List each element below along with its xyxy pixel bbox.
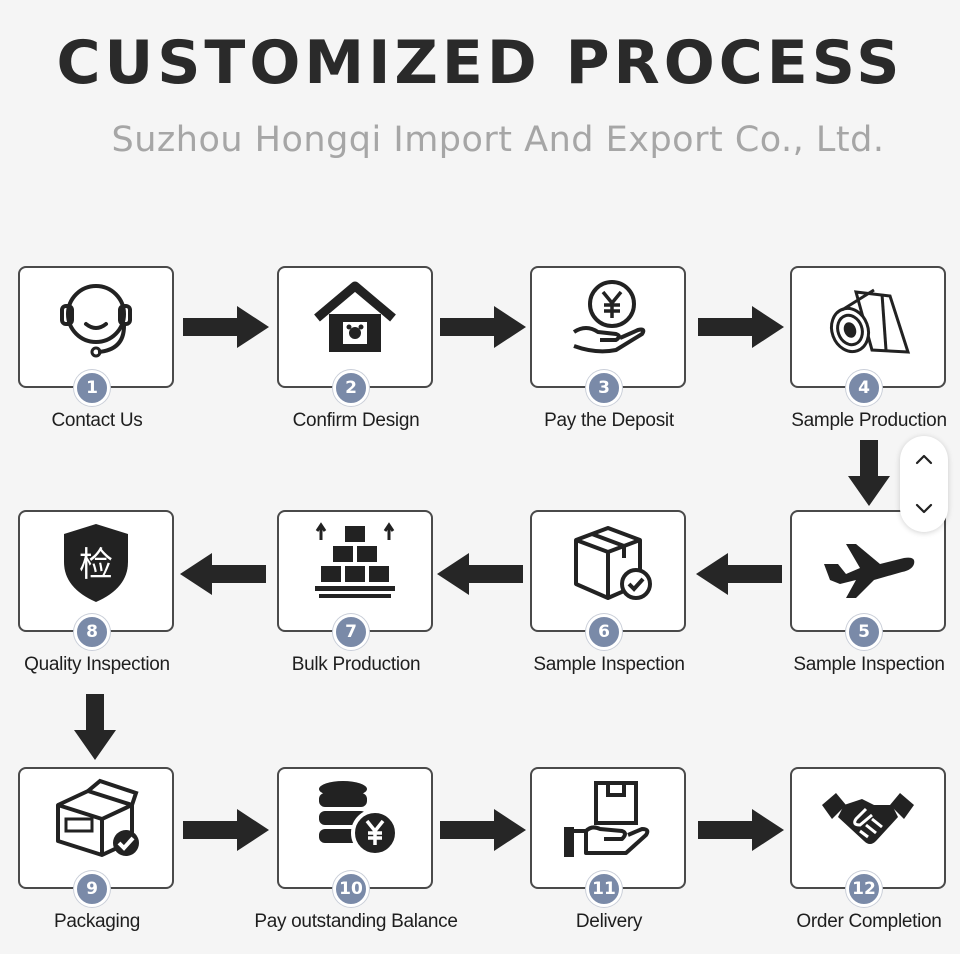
handshake-icon bbox=[822, 793, 914, 844]
hand-box-icon bbox=[564, 781, 650, 857]
step-label: Pay outstanding Balance bbox=[254, 911, 458, 932]
step-number-badge: 9 bbox=[74, 871, 110, 907]
box-check-icon bbox=[574, 526, 652, 600]
step-box bbox=[277, 767, 433, 889]
scroll-down-button[interactable] bbox=[900, 484, 948, 532]
inspection-glyph: 检 bbox=[79, 545, 113, 585]
chevron-up-icon bbox=[915, 454, 933, 465]
airplane-icon bbox=[824, 544, 915, 598]
step-box bbox=[790, 767, 946, 889]
arrow-right-icon bbox=[440, 306, 526, 348]
chevron-down-icon bbox=[915, 503, 933, 514]
arrow-left-icon bbox=[437, 553, 523, 595]
yen-coin-hand-icon bbox=[572, 280, 646, 354]
scroll-control bbox=[900, 436, 948, 532]
step-number-badge: 12 bbox=[846, 871, 882, 907]
step-box: 检 bbox=[18, 510, 174, 632]
step-label: Contact Us bbox=[51, 410, 143, 431]
step-label: Order Completion bbox=[796, 911, 942, 932]
design-house-icon bbox=[314, 281, 396, 352]
step-number-badge: 1 bbox=[74, 370, 110, 406]
step-box bbox=[530, 767, 686, 889]
scroll-up-button[interactable] bbox=[900, 436, 948, 484]
step-box bbox=[277, 510, 433, 632]
arrow-left-icon bbox=[180, 553, 266, 595]
step-label: Sample Inspection bbox=[533, 654, 685, 675]
step-label: Quality Inspection bbox=[24, 654, 170, 675]
step-box bbox=[530, 266, 686, 388]
step-box bbox=[790, 266, 946, 388]
headset-icon bbox=[60, 284, 132, 358]
arrow-right-icon bbox=[183, 306, 269, 348]
fabric-roll-icon bbox=[829, 288, 911, 354]
arrow-right-icon bbox=[698, 306, 784, 348]
step-number-badge: 8 bbox=[74, 614, 110, 650]
step-number-badge: 10 bbox=[333, 871, 369, 907]
step-label: Delivery bbox=[575, 911, 643, 932]
step-label: Pay the Deposit bbox=[544, 410, 674, 431]
step-number-badge: 5 bbox=[846, 614, 882, 650]
step-number-badge: 3 bbox=[586, 370, 622, 406]
step-label: Sample Inspection bbox=[793, 654, 945, 675]
page-title: CUSTOMIZED PROCESS bbox=[56, 28, 904, 98]
step-label: Packaging bbox=[53, 911, 141, 932]
step-box bbox=[18, 266, 174, 388]
step-label: Sample Production bbox=[791, 410, 947, 431]
step-label: Confirm Design bbox=[292, 410, 420, 431]
step-box bbox=[530, 510, 686, 632]
coin-stack-yen-icon bbox=[319, 781, 399, 857]
arrow-down-icon bbox=[74, 694, 116, 760]
arrow-left-icon bbox=[696, 553, 782, 595]
inspection-shield-icon: 检 bbox=[64, 524, 128, 602]
arrow-right-icon bbox=[183, 809, 269, 851]
arrow-right-icon bbox=[440, 809, 526, 851]
arrow-right-icon bbox=[698, 809, 784, 851]
step-label: Bulk Production bbox=[291, 654, 421, 675]
package-check-icon bbox=[56, 778, 139, 857]
step-number-badge: 2 bbox=[333, 370, 369, 406]
arrow-down-icon bbox=[848, 440, 890, 506]
step-number-badge: 6 bbox=[586, 614, 622, 650]
step-number-badge: 4 bbox=[846, 370, 882, 406]
step-box bbox=[18, 767, 174, 889]
boxes-pallet-icon bbox=[315, 522, 395, 598]
company-subtitle: Suzhou Hongqi Import And Export Co., Ltd… bbox=[111, 120, 885, 160]
step-number-badge: 11 bbox=[586, 871, 622, 907]
step-number-badge: 7 bbox=[333, 614, 369, 650]
